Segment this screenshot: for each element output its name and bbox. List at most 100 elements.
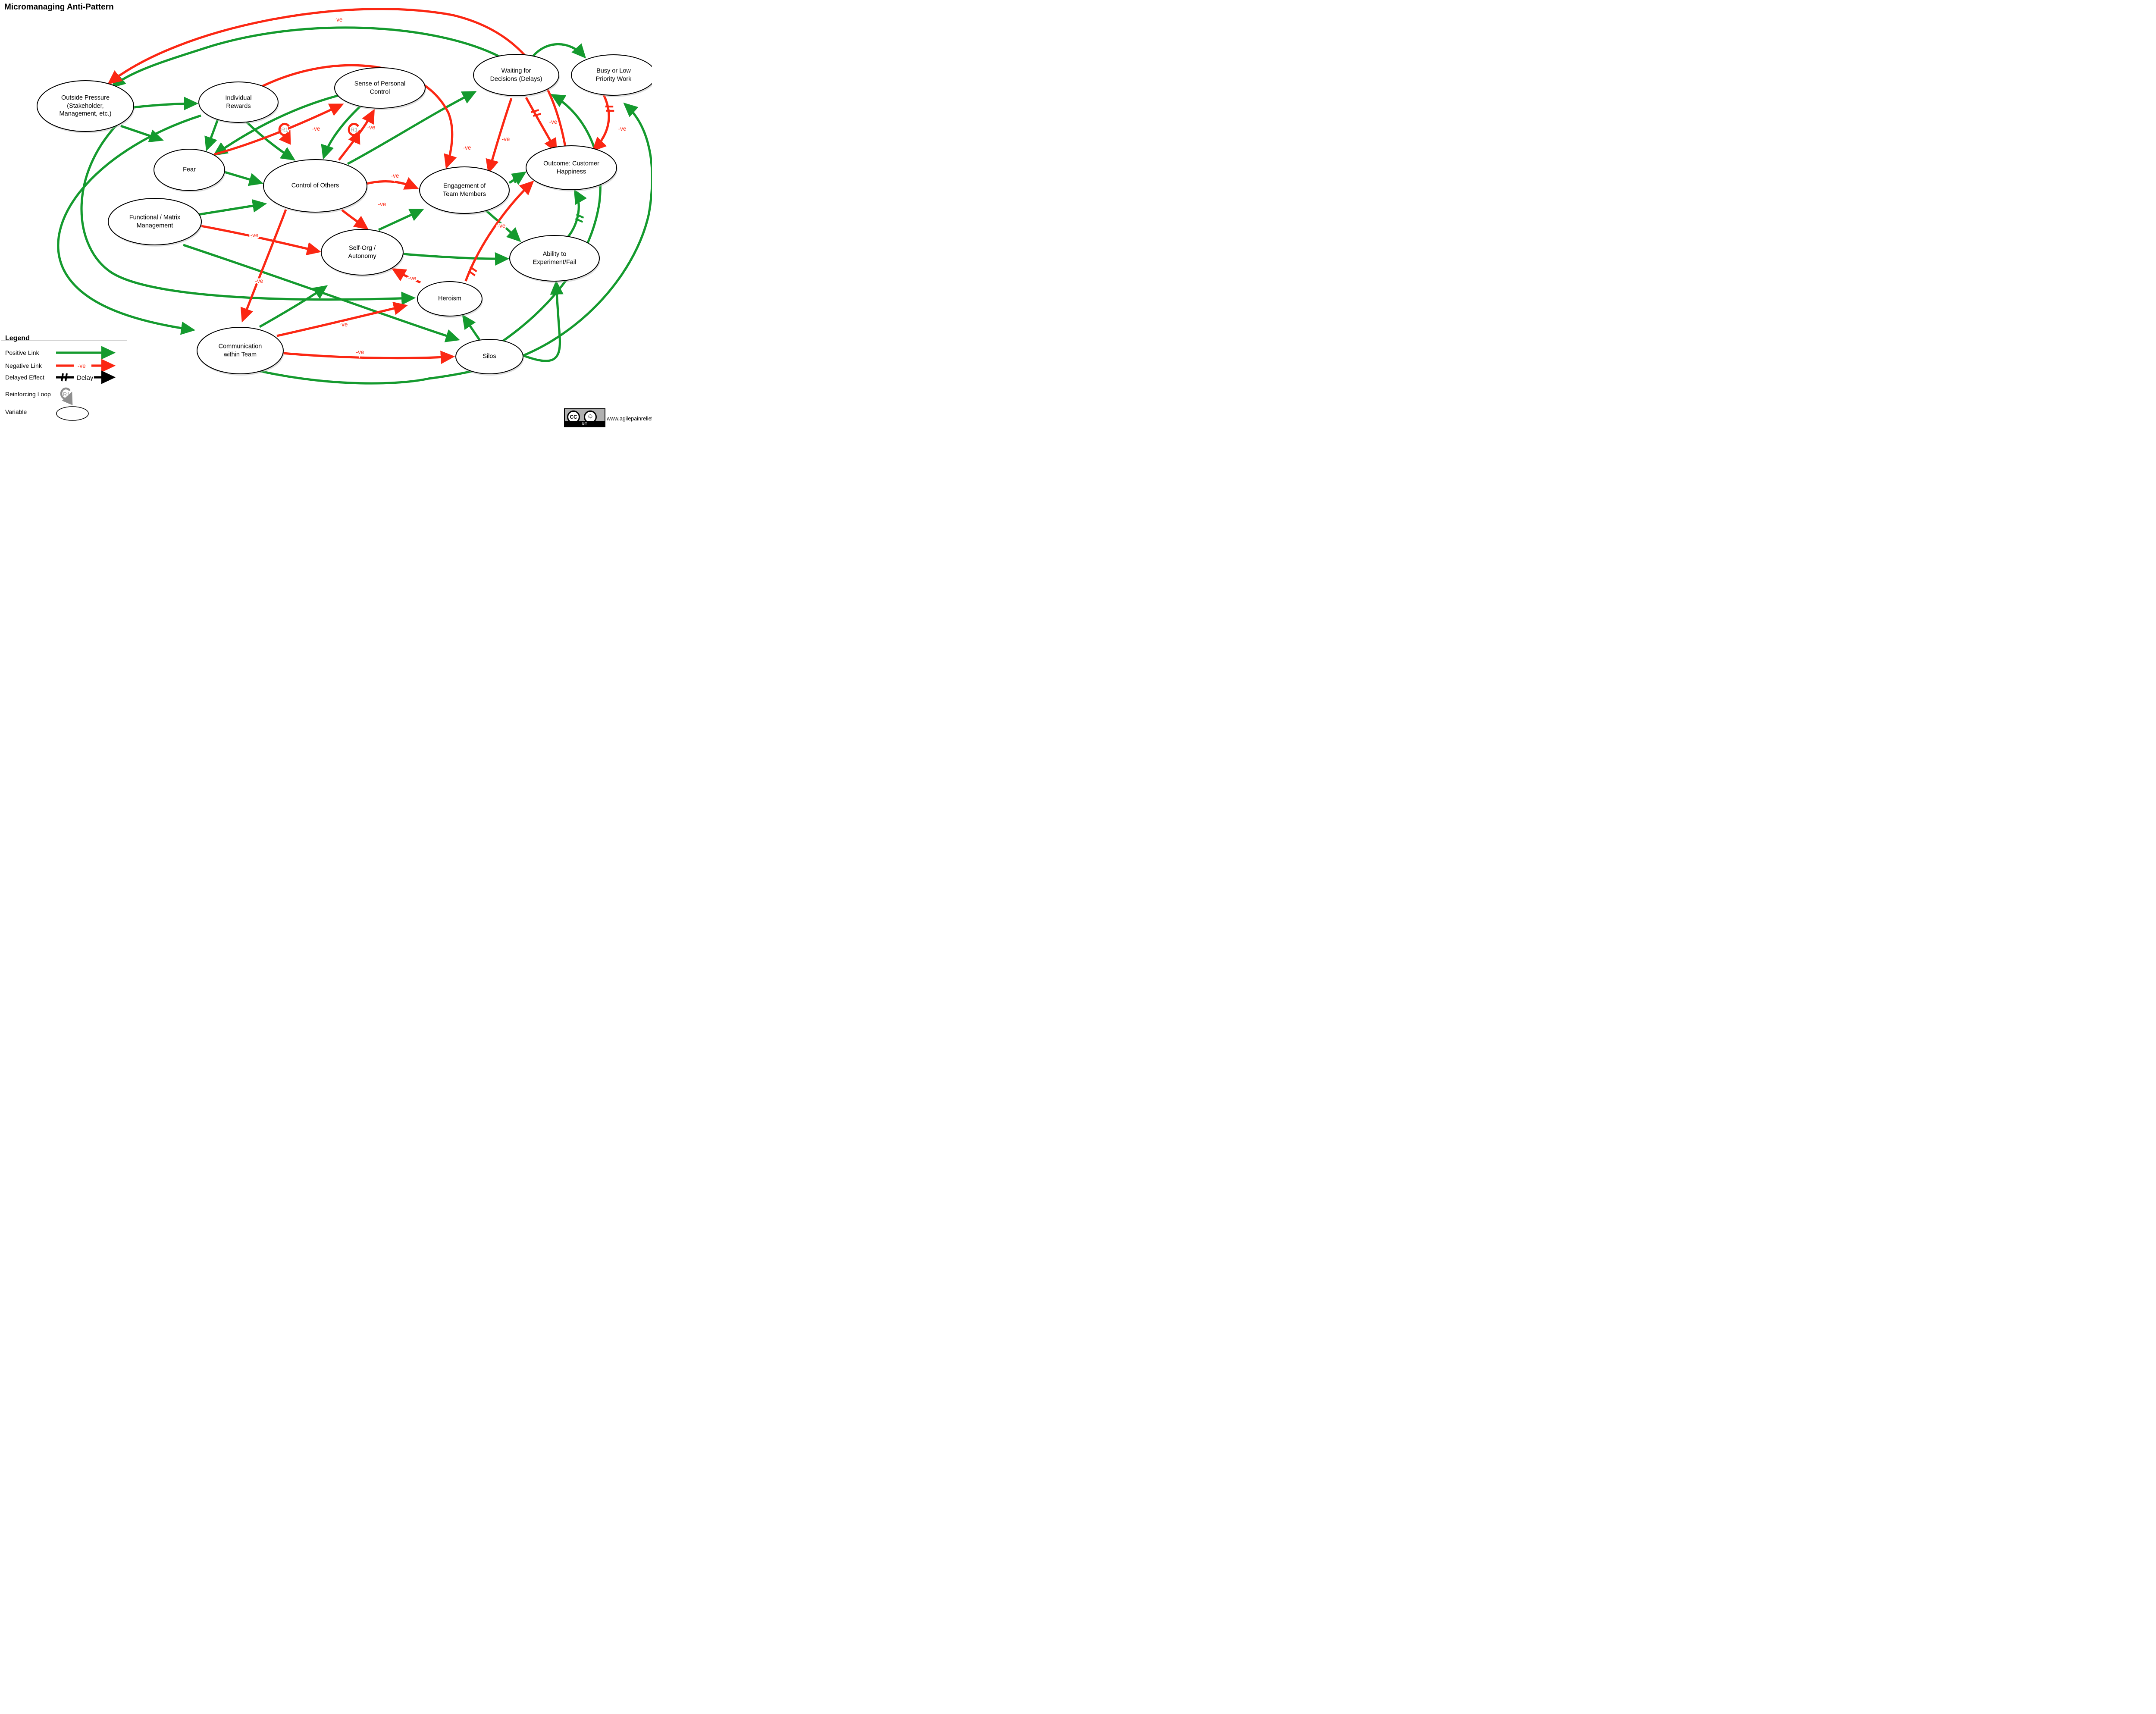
legend-reinforcing-label: Reinforcing Loop <box>5 391 51 398</box>
edge-label-r4: -ve <box>463 144 471 151</box>
node-waiting-for-decisions <box>473 54 559 96</box>
delay-marks-r15 <box>468 270 476 276</box>
node-outcome <box>526 145 617 190</box>
edge-waiting-for-decisions-to-busy-or-low-priority <box>530 43 586 59</box>
node-self-org <box>321 229 404 276</box>
edge-waiting-for-decisions-to-outcome <box>525 97 558 153</box>
edge-label-r15: -ve <box>498 222 506 229</box>
reinforcing-loop-label: R1 <box>351 126 358 133</box>
edge-outside-pressure-to-heroism <box>80 120 416 305</box>
edge-individual-rewards-to-engagement <box>261 64 457 169</box>
edge-label-r9: -ve <box>378 201 386 207</box>
legend-variable-label: Variable <box>5 408 27 415</box>
edge-silos-to-waiting-for-decisions <box>501 94 602 343</box>
delay-marks-g18 <box>576 213 584 219</box>
loop-layer: R1 R1 <box>278 122 360 145</box>
edge-engagement-to-outcome <box>508 171 527 185</box>
delay-marks-r6 <box>531 109 539 113</box>
edge-functional-matrix-to-control-of-others <box>197 199 267 216</box>
edge-control-of-others-to-engagement <box>366 177 419 190</box>
page-title: Micromanaging Anti-Pattern <box>4 3 114 12</box>
legend-delayed-label: Delayed Effect <box>5 374 44 381</box>
edge-control-of-others-to-communication <box>240 209 287 323</box>
edge-label-r3: -ve <box>367 124 376 131</box>
edge-label-r7: -ve <box>618 125 627 132</box>
edge-label-r11: -ve <box>251 232 259 238</box>
edge-outside-pressure-to-fear <box>120 125 164 143</box>
node-label-heroism: Heroism <box>438 295 461 302</box>
edge-self-org-to-engagement <box>378 209 424 231</box>
node-label-control-of-others: Control of Others <box>291 182 339 189</box>
node-communication <box>197 327 284 374</box>
legend-positive-label: Positive Link <box>5 349 39 356</box>
legend-delay-word: Delay <box>77 374 94 382</box>
edge-communication-to-busy-or-low-priority <box>251 102 652 385</box>
node-layer <box>37 54 652 376</box>
cc-by-strip: BY <box>565 421 605 426</box>
edge-self-org-to-ability-to-experiment <box>403 252 510 266</box>
node-heroism <box>417 281 483 316</box>
delay-marks-g16 <box>516 173 520 181</box>
edge-sense-of-personal-control-to-fear <box>213 93 345 156</box>
edge-communication-to-heroism <box>276 302 408 337</box>
edge-communication-to-self-org <box>259 285 328 328</box>
delay-marks-r15 <box>470 266 477 273</box>
edge-label-r14: -ve <box>408 275 417 282</box>
legend-samples: -ve Delay R1 <box>56 346 116 421</box>
edge-individual-rewards-to-communication <box>57 114 201 335</box>
reinforcing-loop-icon: R1 <box>278 122 291 145</box>
edge-label-r2: -ve <box>312 125 320 132</box>
delay-marks-g16 <box>512 175 517 183</box>
edge-control-of-others-to-waiting-for-decisions <box>347 91 477 165</box>
edge-ability-to-experiment-to-outcome <box>566 189 587 238</box>
edge-communication-to-silos <box>277 351 455 364</box>
node-sense-of-personal-control <box>334 67 426 109</box>
node-fear <box>154 149 225 191</box>
edge-layer <box>57 8 652 385</box>
delay-marks-g18 <box>575 218 583 223</box>
node-silos <box>455 339 523 374</box>
edge-engagement-to-ability-to-experiment <box>482 207 521 242</box>
edge-label-r10: -ve <box>255 278 263 284</box>
edge-control-of-others-to-self-org <box>341 209 369 230</box>
edge-label-r6: -ve <box>549 119 558 125</box>
node-label-fear: Fear <box>183 166 196 173</box>
edge-silos-to-ability-to-experiment <box>522 280 564 362</box>
node-label-outside-pressure: Outside Pressure(Stakeholder,Management,… <box>59 94 112 118</box>
edge-fear-to-control-of-others <box>224 171 263 186</box>
node-control-of-others <box>263 159 367 213</box>
reinforcing-loop-label: R1 <box>281 126 288 133</box>
legend-negative-label: Negative Link <box>5 362 42 369</box>
node-individual-rewards <box>198 81 279 123</box>
edge-functional-matrix-to-self-org <box>201 225 322 256</box>
edge-label-layer: -ve-ve-ve-ve-ve-ve-ve-ve-ve-ve-ve-ve-ve-… <box>249 15 628 357</box>
reinforcing-loop-icon: R1 <box>348 122 360 145</box>
node-label-silos: Silos <box>483 353 496 360</box>
edge-waiting-for-decisions-to-engagement <box>486 98 513 174</box>
node-functional-matrix <box>108 198 202 245</box>
node-outside-pressure <box>37 80 134 132</box>
delay-marks-r6 <box>533 113 541 117</box>
node-ability-to-experiment <box>509 235 600 282</box>
node-label-self-org: Self-Org /Autonomy <box>348 244 376 260</box>
edge-label-r13: -ve <box>356 349 364 355</box>
edge-heroism-to-self-org <box>391 268 421 284</box>
legend-reinforcing-icon: R1 <box>60 387 73 405</box>
edge-label-r12: -ve <box>340 321 348 328</box>
legend-r1-text: R1 <box>63 391 70 398</box>
edge-busy-or-low-priority-to-outcome <box>592 94 610 152</box>
edge-label-r1: -ve <box>335 16 343 23</box>
edge-outside-pressure-to-individual-rewards <box>133 97 199 110</box>
edge-functional-matrix-to-silos <box>183 244 460 342</box>
site-url: www.agilepainrelief.com <box>607 416 652 422</box>
edge-silos-to-heroism <box>462 314 481 341</box>
